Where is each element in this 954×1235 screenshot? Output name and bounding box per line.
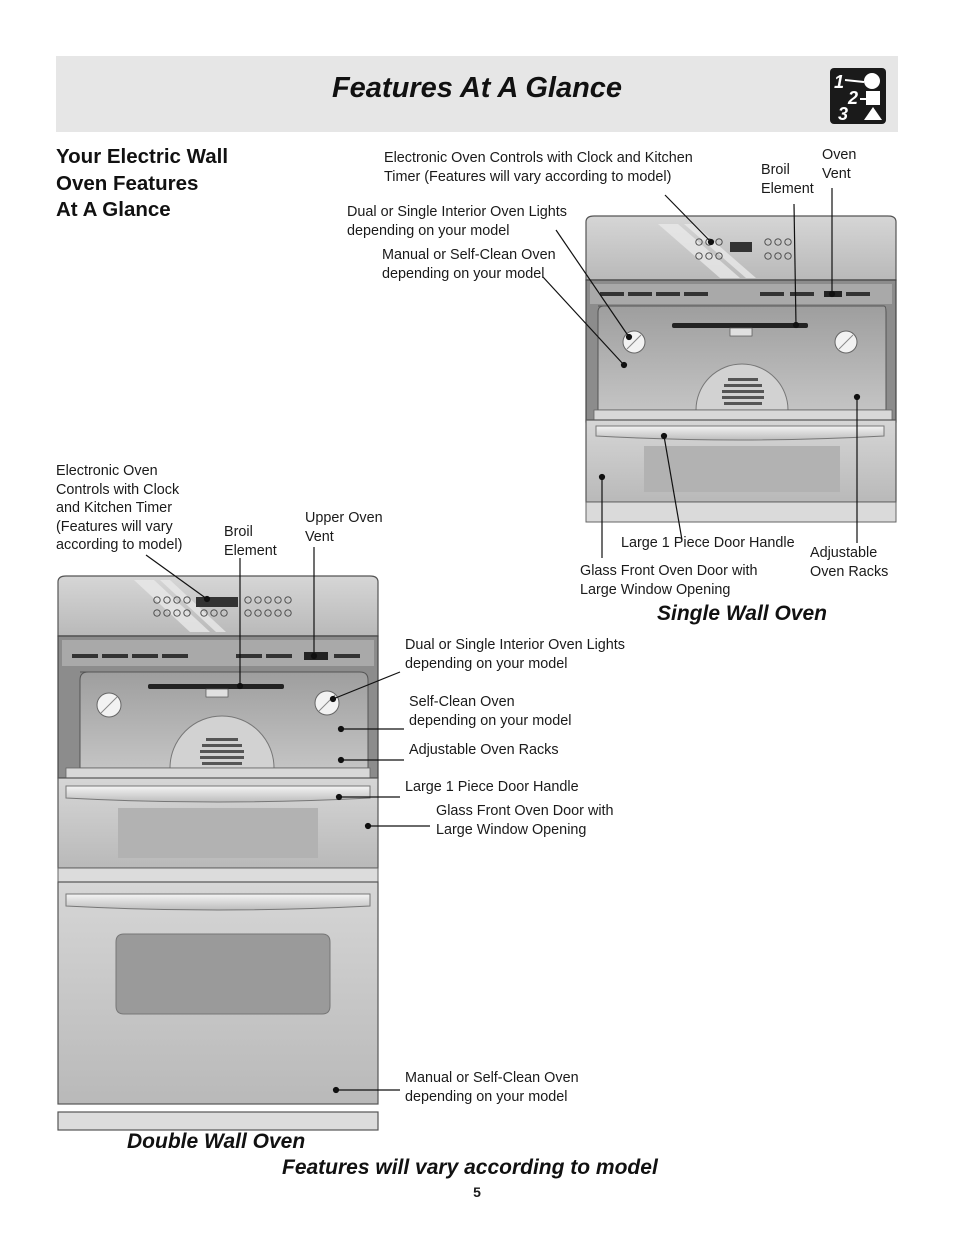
single-oven-leaders [542,188,861,558]
single-wall-oven [585,215,897,523]
label-single-lights: Dual or Single Interior Oven Lights depe… [347,204,567,239]
label-single-broil: Broil Element [761,162,814,197]
footer-note: Features will vary according to model [282,1156,658,1179]
logo-digit-2: 2 [847,88,858,108]
label-single-handle: Large 1 Piece Door Handle [621,535,795,551]
label-double-lights: Dual or Single Interior Oven Lights depe… [405,637,625,672]
label-double-broil: Broil Element [224,524,277,559]
steps-123-icon: 1 2 3 [830,68,886,124]
page-number: 5 [473,1184,481,1200]
double-wall-oven [57,575,379,1131]
page-title: Features At A Glance [331,72,623,104]
label-single-racks: Adjustable Oven Racks [810,545,889,580]
label-double-clean: Self-Clean Oven depending on your model [409,694,572,729]
label-double-lower-clean: Manual or Self-Clean Oven depending on y… [405,1070,579,1105]
label-double-vent: Upper Oven Vent [305,510,383,545]
label-single-vent: Oven Vent [822,147,857,182]
caption-double-wall-oven: Double Wall Oven [127,1130,306,1153]
label-double-controls: Electronic Oven Controls with Clock and … [56,463,183,553]
logo-digit-3: 3 [838,104,848,124]
label-double-door: Glass Front Oven Door with Large Window … [436,803,614,838]
caption-single-wall-oven: Single Wall Oven [657,602,827,625]
header-band: Features At A Glance 1 2 3 [56,56,898,132]
label-single-clean: Manual or Self-Clean Oven depending on y… [382,247,556,282]
logo-digit-1: 1 [834,72,844,92]
label-single-door: Glass Front Oven Door with Large Window … [580,563,758,598]
section-heading: Your Electric Wall Oven Features At A Gl… [56,145,229,221]
label-single-controls: Electronic Oven Controls with Clock and … [384,150,693,185]
label-double-handle: Large 1 Piece Door Handle [405,779,579,795]
double-oven-leaders [145,547,430,1094]
label-double-racks: Adjustable Oven Racks [409,742,559,758]
